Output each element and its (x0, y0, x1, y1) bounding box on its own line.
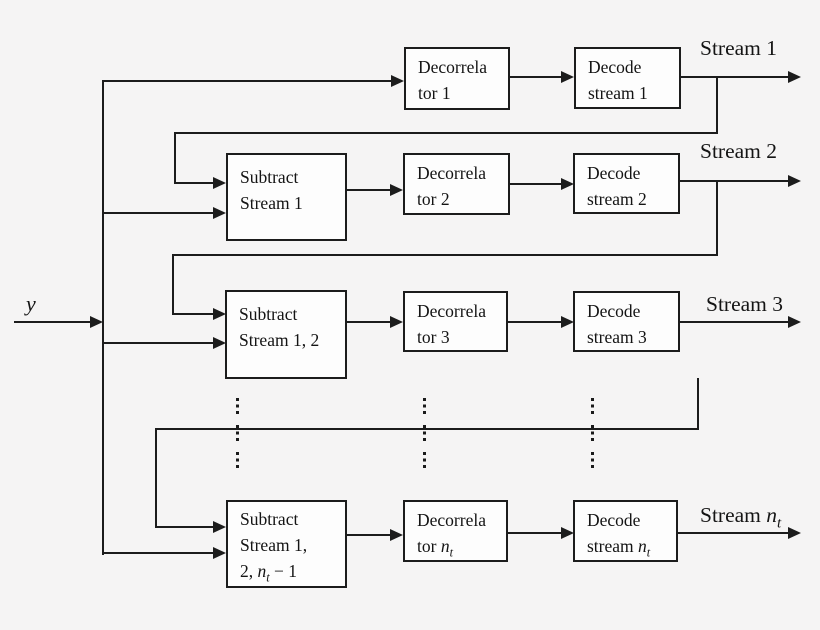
stream2-output-line (680, 180, 789, 182)
box-subtract-stream-1-2-nt-1: Subtract Stream 1, 2, nt − 1 (226, 500, 347, 588)
box-decorrelator-nt: Decorrela tor nt (403, 500, 508, 562)
bus-line (102, 80, 104, 555)
vertical-dots-icon (591, 425, 594, 441)
feedback1-line (174, 132, 176, 184)
box-text-line: tor nt (417, 536, 453, 560)
stream-2-label: Stream 2 (700, 139, 778, 163)
box-text-line: stream nt (587, 536, 651, 560)
box-text-line: Subtract (240, 167, 299, 187)
subtract2-to-decorrelator3-line (347, 321, 391, 323)
arrowhead-icon (788, 316, 801, 328)
feedback3-line (155, 526, 214, 528)
arrowhead-icon (390, 316, 403, 328)
box-text-line: Decode (587, 163, 641, 183)
arrowhead-icon (213, 547, 226, 559)
ellipsis-column (423, 398, 426, 468)
feedback2-line (716, 181, 718, 256)
decorrelator2-to-decode2-line (510, 183, 562, 185)
feedback3-line (697, 378, 699, 430)
box-decorrelator-3: Decorrela tor 3 (403, 291, 508, 352)
box-text-line: tor 2 (417, 189, 450, 209)
arrowhead-icon (391, 75, 404, 87)
feedback2-line (172, 254, 174, 314)
feedback3-line (155, 428, 699, 430)
box-text-line: Decorrela (417, 301, 486, 321)
decorrelator3-to-decode3-line (508, 321, 562, 323)
subtract1-to-decorrelator2-line (347, 189, 391, 191)
box-decode-stream-3: Decode stream 3 (573, 291, 680, 352)
box-text-line: Stream 1, 2 (239, 330, 320, 350)
vertical-dots-icon (591, 398, 594, 414)
box-text-line: Decorrela (417, 510, 486, 530)
box-subtract-stream-1: Subtract Stream 1 (226, 153, 347, 241)
box-decorrelator-2: Decorrela tor 2 (403, 153, 510, 215)
arrowhead-icon (561, 527, 574, 539)
arrowhead-icon (561, 316, 574, 328)
arrowhead-icon (213, 207, 226, 219)
input-label-y: y (26, 291, 36, 316)
feedback3-line (155, 428, 157, 528)
box-text-line: stream 2 (587, 189, 647, 209)
arrowhead-icon (788, 71, 801, 83)
bus-to-subtract3-line (102, 552, 214, 554)
stream3-output-line (680, 321, 789, 323)
vertical-dots-icon (423, 398, 426, 414)
box-text-line: Stream 1 (240, 193, 303, 213)
arrowhead-icon (213, 308, 226, 320)
vertical-dots-icon (236, 425, 239, 441)
vertical-dots-icon (423, 425, 426, 441)
box-text-line: Decode (588, 57, 642, 77)
ellipsis-column (236, 398, 239, 468)
arrowhead-icon (561, 71, 574, 83)
arrowhead-icon (561, 178, 574, 190)
vertical-dots-icon (236, 452, 239, 468)
box-text-line: tor 3 (417, 327, 450, 347)
box-text-line: Decorrela (417, 163, 486, 183)
arrowhead-icon (90, 316, 103, 328)
box-text-line: tor 1 (418, 83, 451, 103)
box-text-line: 2, nt − 1 (240, 561, 298, 585)
bus-to-subtract1-line (102, 212, 214, 214)
feedback2-line (172, 254, 718, 256)
input-line (14, 321, 92, 323)
subtract3-to-decorrelator-nt-line (347, 534, 391, 536)
box-text-line: Stream 1, (240, 535, 308, 555)
feedback1-line (716, 77, 718, 134)
stream-nt-label: Stream nt (700, 503, 782, 532)
vertical-dots-icon (591, 452, 594, 468)
ellipsis-column (591, 398, 594, 468)
box-text-line: stream 3 (587, 327, 647, 347)
box-subtract-stream-1-2: Subtract Stream 1, 2 (225, 290, 347, 379)
stream1-output-line (681, 76, 789, 78)
arrowhead-icon (390, 184, 403, 196)
bus-to-subtract2-line (102, 342, 214, 344)
decorrelator-nt-to-decode-nt-line (508, 532, 562, 534)
arrowhead-icon (390, 529, 403, 541)
bus-to-decorrelator1-line (102, 80, 392, 82)
stream-3-label: Stream 3 (706, 292, 784, 316)
feedback1-line (174, 182, 214, 184)
box-decode-stream-2: Decode stream 2 (573, 153, 680, 214)
arrowhead-icon (788, 527, 801, 539)
arrowhead-icon (213, 521, 226, 533)
stream-1-label: Stream 1 (700, 36, 778, 60)
box-decode-stream-1: Decode stream 1 (574, 47, 681, 109)
feedback2-line (172, 313, 214, 315)
box-decode-stream-nt: Decode stream nt (573, 500, 678, 562)
stream-nt-output-line (678, 532, 789, 534)
box-text-line: Subtract (240, 509, 299, 529)
arrowhead-icon (788, 175, 801, 187)
arrowhead-icon (213, 337, 226, 349)
arrowhead-icon (213, 177, 226, 189)
box-text-line: Decorrela (418, 57, 487, 77)
box-decorrelator-1: Decorrela tor 1 (404, 47, 510, 110)
box-text-line: Subtract (239, 304, 298, 324)
box-text-line: Decode (587, 510, 641, 530)
box-text-line: Decode (587, 301, 641, 321)
box-text-line: stream 1 (588, 83, 648, 103)
feedback1-line (174, 132, 718, 134)
decorrelator1-to-decode1-line (510, 76, 562, 78)
vertical-dots-icon (423, 452, 426, 468)
vertical-dots-icon (236, 398, 239, 414)
